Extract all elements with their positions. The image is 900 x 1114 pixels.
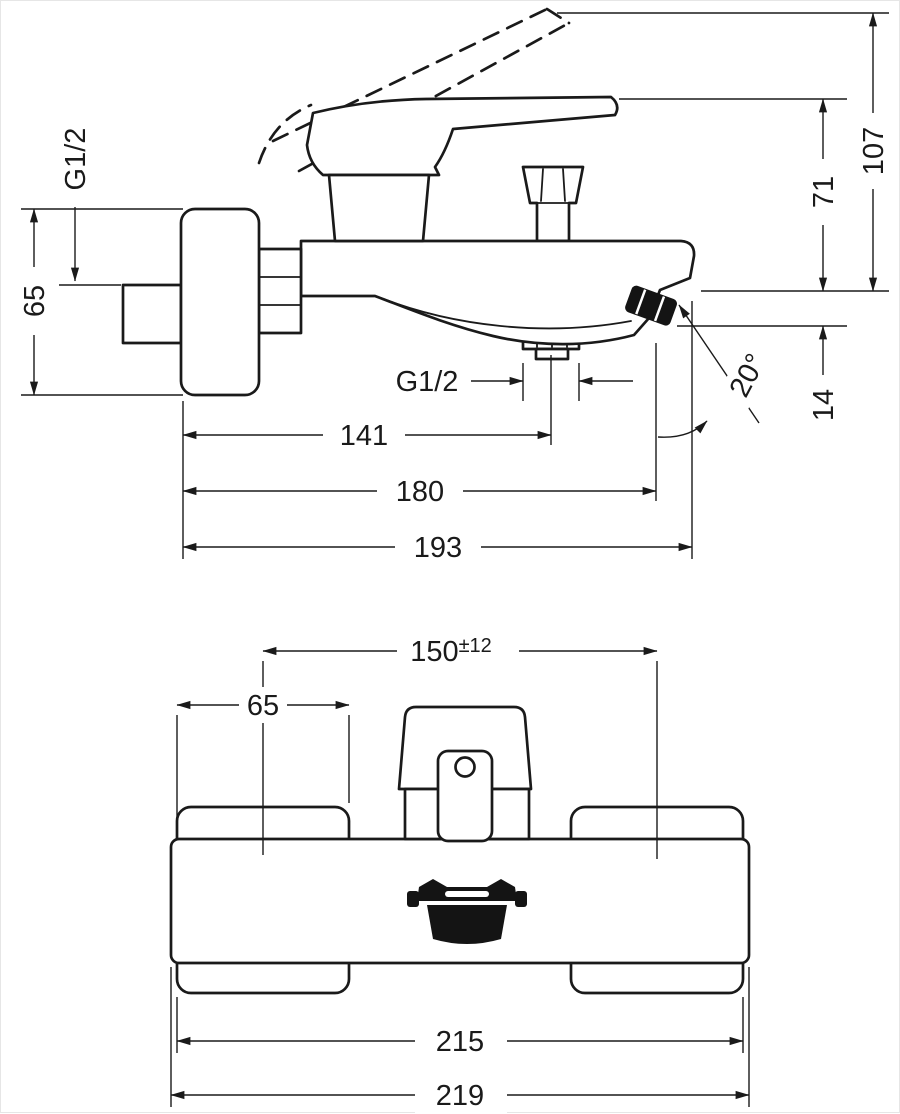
aerator	[625, 285, 677, 326]
lever-pivot-dot	[454, 756, 476, 778]
shower-outlet-stub	[521, 165, 585, 243]
dim-label-outlet-thread: G1/2	[396, 366, 459, 398]
front-lever	[397, 705, 533, 791]
diverter-knob	[407, 879, 527, 944]
hex-union-nut	[257, 247, 303, 335]
lever-handle-side	[305, 95, 619, 177]
mixer-body-spout	[299, 239, 696, 346]
dim-label-outlet-drop: 14	[808, 389, 840, 421]
front-view-dimensions: 150±12 65 215 219	[170, 633, 750, 1113]
dim-label-wall-thread: G1/2	[60, 128, 92, 191]
spout-inner-contour	[380, 297, 632, 330]
dim-label-wall-to-outlet: 141	[340, 420, 388, 452]
front-view	[169, 705, 751, 995]
wall-union	[121, 283, 183, 345]
dim-label-wall-to-spout-tip: 180	[396, 476, 444, 508]
dim-label-height-lever: 71	[808, 176, 840, 208]
dim-label-height-raised: 107	[858, 127, 890, 175]
dim-label-escutcheon-height: 65	[19, 285, 51, 317]
side-view-dimensions: 65 G1/2 107 71 14 20° G1/2	[19, 12, 890, 565]
cartridge-neck	[327, 173, 431, 243]
dim-label-escutcheon-width: 65	[247, 690, 279, 722]
dim-label-escutcheon-span: 215	[436, 1026, 484, 1058]
side-view	[121, 7, 696, 397]
dim-label-wall-to-body-end: 193	[414, 532, 462, 564]
wall-escutcheon-side	[179, 207, 261, 397]
front-lever-neck	[436, 749, 494, 843]
dim-label-overall-width: 219	[436, 1080, 484, 1112]
dim-label-connection-centers: 150±12	[410, 635, 492, 668]
